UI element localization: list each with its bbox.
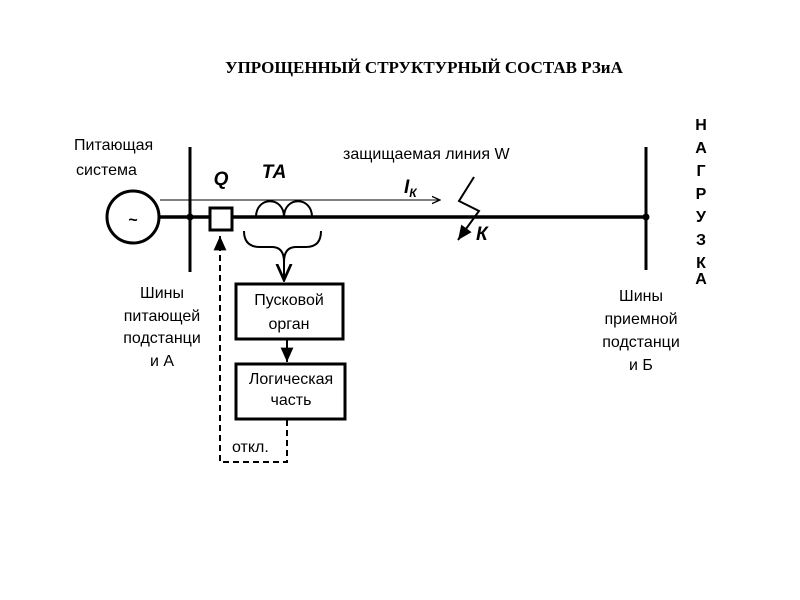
svg-text:У: У (696, 209, 707, 226)
fault-lightning-icon (457, 176, 481, 241)
svg-text:подстанци: подстанци (602, 334, 680, 351)
svg-text:Шины: Шины (619, 288, 663, 305)
load-label: Н А Г Р У З К А (695, 117, 707, 288)
bus-a-label: Шины питающей подстанци и А (123, 285, 201, 370)
svg-text:приемной: приемной (604, 311, 677, 328)
svg-text:питающей: питающей (124, 308, 200, 325)
breaker-q (208, 206, 234, 232)
ct-secondary-brace (243, 230, 322, 263)
bus-b-label: Шины приемной подстанци и Б (602, 288, 680, 374)
fault-current-label: IК (404, 177, 418, 200)
fault-point-label: К (476, 224, 489, 245)
start-block-line2: орган (268, 316, 309, 333)
svg-text:и Б: и Б (629, 357, 653, 374)
svg-text:К: К (696, 255, 706, 272)
svg-text:Шины: Шины (140, 285, 184, 302)
logic-block-line2: часть (271, 392, 312, 409)
svg-text:А: А (695, 271, 707, 288)
trip-signal-path (213, 236, 288, 463)
start-organ-block (234, 282, 345, 341)
svg-text:Г: Г (696, 163, 705, 180)
svg-text:А: А (695, 140, 707, 157)
ct-coil-right (283, 200, 313, 218)
breaker-label: Q (214, 169, 229, 190)
diagram-title: УПРОЩЕННЫЙ СТРУКТУРНЫЙ СОСТАВ РЗиА (225, 58, 623, 77)
svg-text:и А: и А (150, 353, 174, 370)
svg-text:Р: Р (696, 186, 707, 203)
logic-block-line1: Логическая (249, 371, 333, 388)
generator-tilde: ~ (128, 212, 137, 229)
supply-system-line1: Питающая (74, 137, 153, 154)
logic-block (234, 362, 347, 421)
start-block-line1: Пусковой (254, 292, 324, 309)
svg-text:подстанци: подстанци (123, 330, 201, 347)
svg-text:З: З (696, 232, 706, 249)
protected-line-label: защищаемая линия W (343, 146, 510, 163)
trip-label: откл. (232, 439, 269, 456)
svg-text:Н: Н (695, 117, 707, 134)
supply-system-line2: система (76, 162, 137, 179)
ct-label: ТА (262, 162, 287, 183)
ct-coil-left (255, 200, 285, 218)
